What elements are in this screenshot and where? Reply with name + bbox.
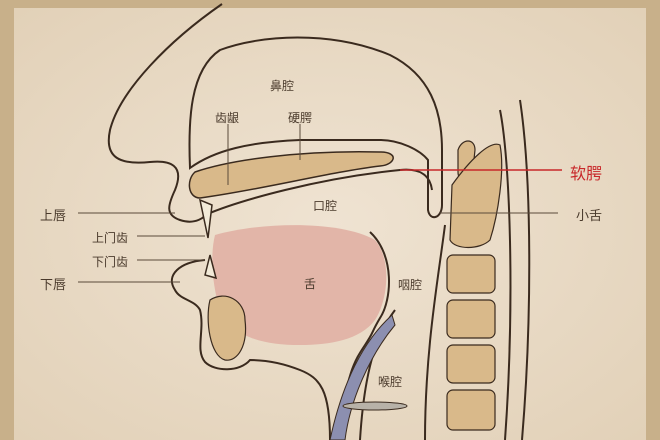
- jaw-bone: [207, 295, 247, 361]
- label-lower-teeth: 下门齿: [92, 255, 129, 269]
- paper: [14, 8, 646, 440]
- epiglottis: [329, 314, 396, 440]
- palate: [188, 151, 394, 199]
- label-upper-lip: 上唇: [40, 209, 67, 224]
- oral-roof: [204, 168, 433, 216]
- face-outline: [107, 3, 331, 440]
- vocal-cords: [342, 401, 408, 411]
- upper-teeth: [198, 198, 213, 239]
- label-oral-cavity: 口腔: [313, 199, 338, 213]
- label-tongue: 舌: [304, 277, 317, 291]
- lower-teeth: [204, 254, 218, 280]
- leader-lines: [78, 124, 558, 283]
- label-pharynx: 咽腔: [398, 278, 423, 292]
- label-hard-palate: 硬腭: [288, 111, 313, 125]
- label-larynx: 喉腔: [378, 375, 403, 389]
- label-lower-lip: 下唇: [40, 278, 67, 293]
- label-nasal-cavity: 鼻腔: [270, 79, 295, 93]
- label-uvula: 小舌: [576, 209, 603, 224]
- label-soft-palate: 软腭: [570, 164, 603, 183]
- tongue: [212, 225, 387, 345]
- label-upper-teeth: 上门齿: [92, 231, 129, 245]
- spine-outline: [499, 99, 531, 440]
- label-alveolar-ridge: 齿龈: [215, 111, 240, 125]
- nasal-cavity-outline: [188, 36, 443, 219]
